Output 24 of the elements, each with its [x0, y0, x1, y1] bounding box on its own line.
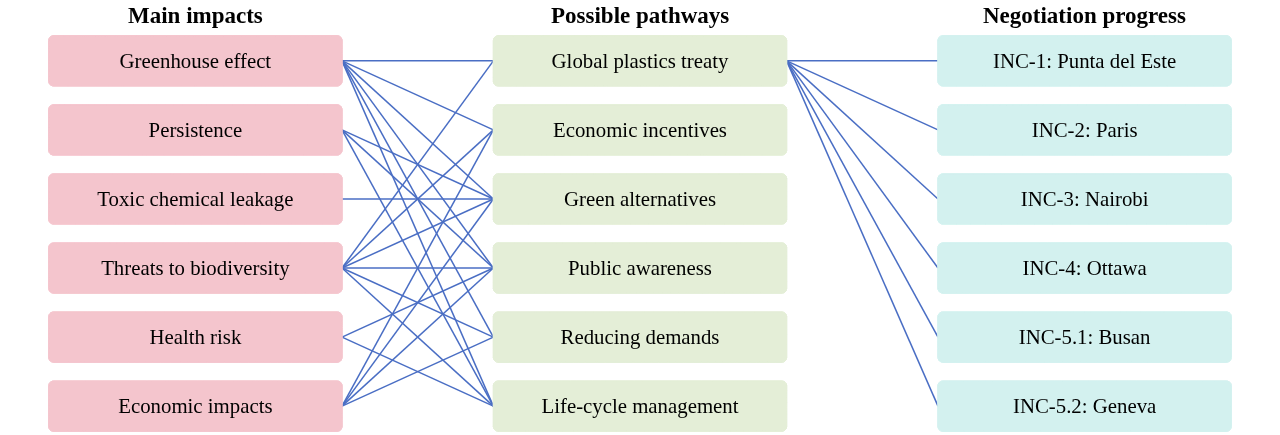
connector [785, 60, 939, 62]
column-heading: Main impacts [128, 2, 263, 29]
connector [341, 267, 495, 338]
connector [341, 129, 495, 200]
connector [785, 60, 939, 200]
connector [341, 267, 495, 269]
connector [341, 60, 495, 338]
column-heading: Possible pathways [551, 2, 730, 29]
connector [341, 60, 495, 269]
connector [341, 198, 495, 269]
connector [341, 336, 495, 407]
connector [785, 60, 939, 407]
connector [341, 60, 495, 62]
connector [785, 60, 939, 131]
connector [341, 60, 495, 131]
column-heading: Negotiation progress [983, 2, 1186, 29]
connector [341, 129, 495, 407]
connector [785, 60, 939, 269]
connector [341, 198, 495, 407]
connector [341, 267, 495, 407]
connector [341, 60, 495, 407]
connector [341, 129, 495, 269]
connector [341, 60, 495, 200]
connector [785, 60, 939, 338]
